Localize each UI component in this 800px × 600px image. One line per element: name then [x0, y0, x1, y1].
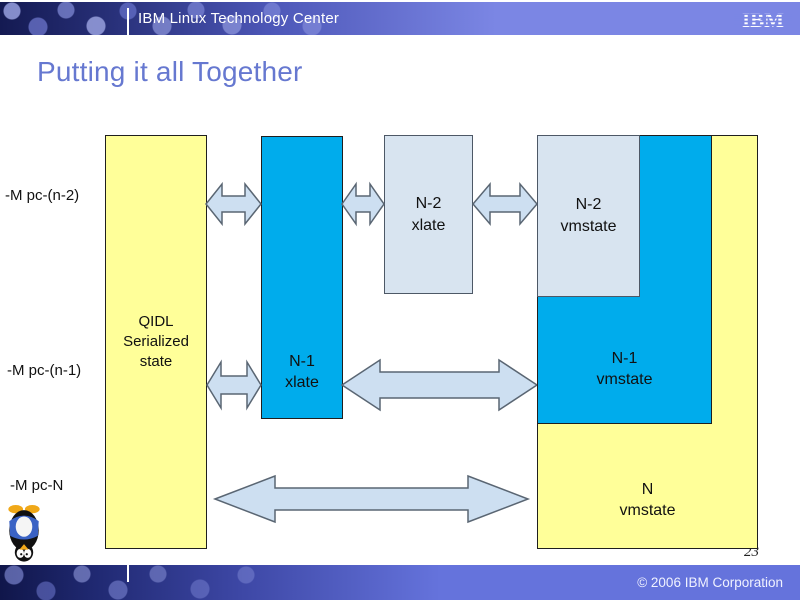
double-arrow-n1xlate-n2xlate: [341, 181, 385, 227]
box-n-vmstate-label: N vmstate: [619, 480, 676, 520]
double-arrow-n1xlate-n1vmstate: [340, 358, 539, 412]
copyright-text: © 2006 IBM Corporation: [637, 575, 783, 590]
box-n2-vmstate: N-2 vmstate: [537, 135, 640, 297]
box-n1-xlate: N-1 xlate: [261, 136, 343, 419]
footer-divider-tick: [127, 565, 129, 582]
header-band: IBM Linux Technology Center IBM: [0, 2, 800, 35]
tux-penguin-icon: [8, 505, 40, 562]
footer-band: © 2006 IBM Corporation: [0, 565, 800, 600]
box-n2-xlate-label: N-2 xlate: [411, 194, 446, 234]
row-label-pc-n: -M pc-N: [10, 477, 64, 494]
double-arrow-n2xlate-n2vmstate: [472, 181, 538, 227]
double-arrow-qidl-n1xlate-mid: [206, 359, 262, 411]
box-n1-xlate-label: N-1 xlate: [285, 352, 319, 392]
double-arrow-qidl-nvmstate: [212, 474, 531, 524]
page-title: Putting it all Together: [37, 56, 303, 87]
box-qidl-serialized-state: QIDL Serialized state: [105, 135, 207, 549]
row-label-pc-n2: -M pc-(n-2): [5, 187, 80, 204]
ibm-logo-text: IBM: [742, 8, 784, 32]
box-n1-vmstate-label: N-1 vmstate: [596, 349, 653, 389]
box-n2-xlate: N-2 xlate: [384, 135, 473, 294]
box-n2-vmstate-label: N-2 vmstate: [560, 196, 617, 235]
ibm-logo-icon: IBM: [734, 8, 792, 32]
double-arrow-qidl-n1xlate-top: [205, 181, 262, 227]
row-label-pc-n1: -M pc-(n-1): [7, 362, 82, 379]
header-brand-text: IBM Linux Technology Center: [138, 10, 340, 27]
header-divider-tick: [127, 8, 129, 35]
box-qidl-label: QIDL Serialized state: [123, 312, 189, 371]
